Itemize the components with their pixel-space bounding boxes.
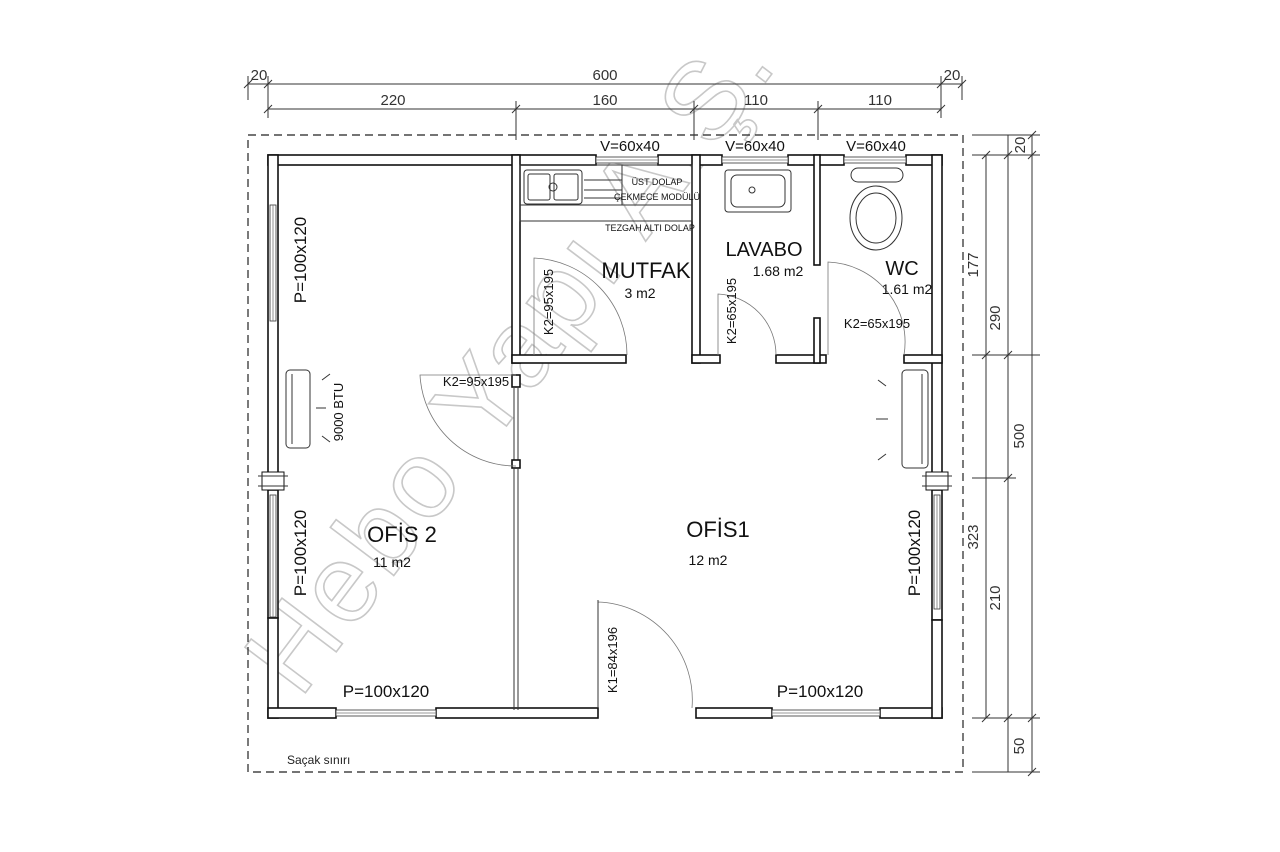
room-name-ofis1: OFİS1 [686,517,750,542]
dim-segment-110a: 110 [744,92,768,109]
dim-right-177: 177 [965,252,982,277]
window-label-right: P=100x120 [905,510,924,597]
window-label-left-lower: P=100x120 [291,510,310,597]
sink-fixture [724,169,792,213]
ac-unit-right [876,369,929,469]
post-markers [258,471,952,491]
dim-segment-160: 160 [592,92,617,109]
dim-segment-110b: 110 [868,92,892,109]
window-label-kitchen: V=60x40 [600,138,660,155]
window-label-wc: V=60x40 [846,138,906,155]
fixture-tezgah: TEZGAH ALTI DOLAP [605,223,695,233]
dim-right-290: 290 [987,305,1004,330]
room-area-lavabo: 1.68 m2 [753,263,804,279]
window-label-left-upper: P=100x120 [291,217,310,304]
dim-top-total: 600 [592,67,617,84]
door-label-wc: K2=65x195 [844,316,910,331]
ac-label: 9000 BTU [331,383,346,442]
dim-right-500: 500 [1011,423,1028,448]
dim-right-20: 20 [1012,137,1029,154]
dim-right-50: 50 [1011,738,1028,755]
door-label-entry: K1=84x196 [605,627,620,693]
door-swings [419,257,906,709]
window-openings [269,156,941,717]
window-label-bottom-left: P=100x120 [343,682,430,701]
door-label-lavabo: K2=65x195 [724,278,739,344]
dim-top-right-offset: 20 [944,67,961,84]
door-label-mutfak: K2=95x195 [541,269,556,335]
room-name-lavabo: LAVABO [725,239,802,261]
room-area-wc: 1.61 m2 [882,281,933,297]
room-area-ofis1: 12 m2 [689,552,728,568]
toilet-fixture [849,167,904,251]
ac-unit-left [285,369,331,449]
eave-label: Saçak sınırı [287,753,350,767]
right-dimensions: 20 177 290 500 323 210 50 [965,130,1040,777]
window-label-bottom-right: P=100x120 [777,682,864,701]
fixture-cekmece: ÇEKMECE MODÜLÜ [614,192,700,202]
room-name-mutfak: MUTFAK [601,258,691,283]
kitchen-counter [519,164,693,222]
top-dimensions: 600 20 20 220 160 110 110 [243,67,967,140]
dim-right-210: 210 [987,585,1004,610]
room-area-ofis2: 11 m2 [373,554,411,570]
window-label-lavabo: V=60x40 [725,138,785,155]
room-name-ofis2: OFİS 2 [367,522,437,547]
dim-right-323: 323 [965,524,982,549]
eave-boundary [247,134,964,773]
room-name-wc: WC [885,258,918,280]
dim-segment-220: 220 [380,92,405,109]
door-label-ofis: K2=95x195 [443,374,509,389]
dim-top-left-offset: 20 [251,67,268,84]
fixture-ust-dolap: ÜST DOLAP [632,177,683,187]
room-area-mutfak: 3 m2 [624,285,655,301]
